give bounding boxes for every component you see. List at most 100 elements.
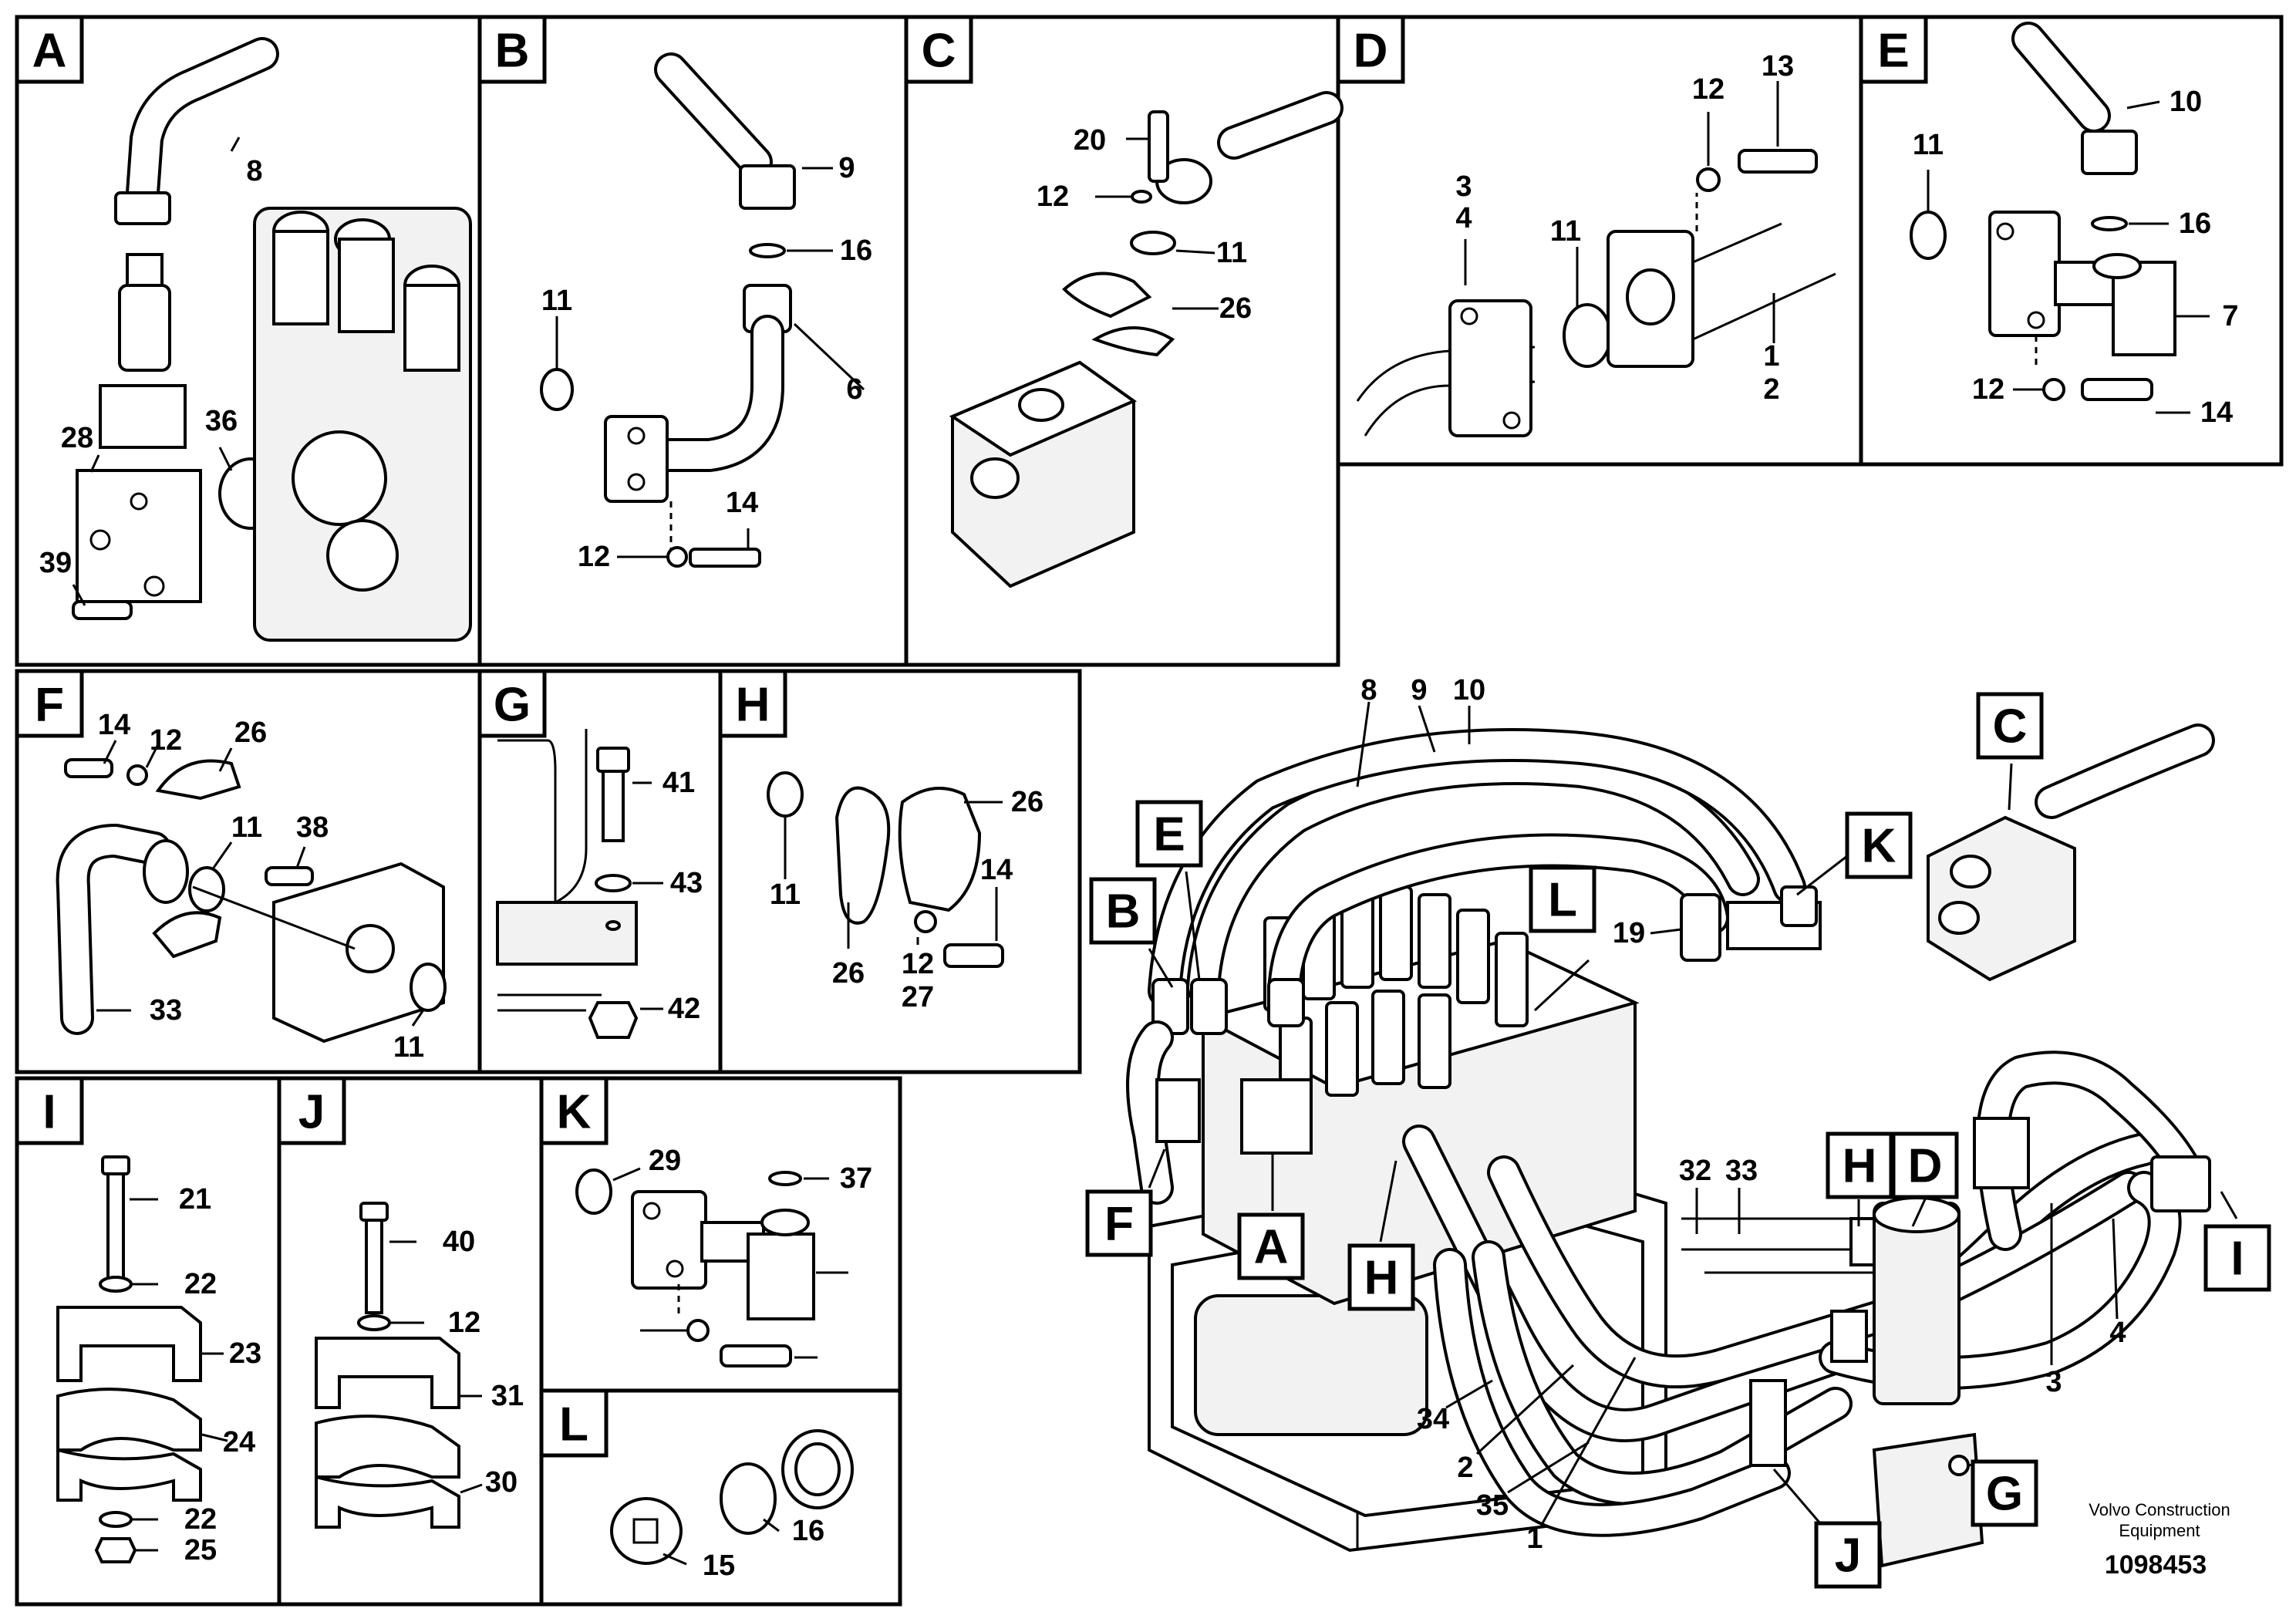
- panel-k-label: K: [557, 1086, 592, 1139]
- panel-c-drawing: [949, 91, 1344, 588]
- panel-g-part-label: 43: [670, 867, 703, 899]
- panel-c-part-label: 11: [1216, 237, 1247, 269]
- valve-spools: [1263, 885, 1529, 1112]
- panel-e-part-label: 11: [1913, 129, 1944, 161]
- panel-j-part-label: 12: [448, 1307, 480, 1339]
- panel-f-part-label: 11: [393, 1031, 424, 1064]
- panel-g-part-label: 42: [668, 993, 700, 1025]
- company-name-line2: Equipment: [2119, 1521, 2200, 1540]
- panel-a-part-label: 39: [39, 547, 72, 579]
- panel-a-drawing: [72, 37, 472, 642]
- callout-h2-box: [1826, 1131, 1893, 1199]
- overview-part-label: 8: [1360, 674, 1377, 706]
- panel-f-part-label: 38: [296, 811, 329, 844]
- overview-part-label: 1: [1526, 1523, 1542, 1555]
- panel-j-part-label: 40: [443, 1226, 475, 1258]
- panel-f-drawing: [56, 740, 447, 1044]
- panel-h-drawing: [767, 771, 1004, 968]
- panel-f-label-box: [15, 669, 84, 738]
- panel-i-part-label: 25: [184, 1534, 217, 1566]
- panel-j-drawing: [315, 1202, 483, 1529]
- panel-d-part-label: 1: [1763, 340, 1779, 373]
- panel-d-part-label: 2: [1763, 373, 1779, 406]
- overview-part-label: 35: [1476, 1489, 1509, 1522]
- callout-f-box: [1085, 1189, 1153, 1257]
- callout-c: C: [1993, 700, 2028, 754]
- callout-a: A: [1254, 1221, 1289, 1274]
- panel-e-part-label: 10: [2170, 86, 2202, 118]
- panel-j-label-box: [277, 1076, 346, 1145]
- panel-k-part-label: 37: [840, 1162, 872, 1195]
- panel-b-part-label: 16: [840, 234, 872, 267]
- panel-g-drawing: [496, 729, 663, 1039]
- panel-c-label-box: [904, 15, 973, 84]
- callout-k-box: [1845, 811, 1913, 879]
- panel-l-part-label: 15: [703, 1549, 735, 1582]
- callout-l: L: [1548, 874, 1577, 927]
- overview-part-label: 34: [1417, 1403, 1449, 1435]
- panel-d-part-label: 11: [1550, 215, 1581, 248]
- panel-b-part-label: 11: [541, 285, 572, 317]
- callout-e: E: [1153, 808, 1185, 862]
- callout-j: J: [1835, 1529, 1861, 1583]
- panel-c-part-label: 20: [1074, 124, 1106, 157]
- callout-i: I: [2230, 1233, 2244, 1286]
- panel-h-label-box: [718, 669, 787, 738]
- callout-k: K: [1862, 820, 1896, 873]
- panel-d-label-box: [1336, 15, 1405, 84]
- callout-d: D: [1908, 1140, 1943, 1193]
- panel-e-drawing: [1910, 22, 2210, 414]
- panel-d-drawing: [1356, 81, 1836, 437]
- panel-d-part-label: 12: [1692, 73, 1725, 106]
- panel-f-part-label: 12: [150, 724, 182, 757]
- panel-d-frame: [1336, 15, 1863, 467]
- panel-i-label-box: [15, 1076, 84, 1145]
- panel-l-drawing: [610, 1429, 854, 1566]
- panel-f-part-label: 26: [234, 717, 267, 749]
- panel-b-label: B: [495, 25, 530, 78]
- overview-part-label: 3: [2045, 1366, 2062, 1398]
- callout-b-box: [1089, 877, 1157, 945]
- callout-g: G: [1986, 1468, 2023, 1521]
- panel-i-part-label: 24: [223, 1426, 255, 1458]
- overview-part-label: 19: [1613, 917, 1645, 949]
- panel-e-label: E: [1877, 25, 1909, 78]
- panel-c-part-label: 26: [1219, 292, 1252, 325]
- overview-part-label: 9: [1411, 674, 1427, 706]
- panel-a-part-label: 28: [61, 422, 93, 454]
- callout-l-box: [1529, 865, 1596, 933]
- panel-k-part-label: 29: [649, 1145, 681, 1177]
- panel-i-part-label: 22: [184, 1503, 217, 1536]
- panel-b-part-label: 6: [846, 373, 862, 406]
- panel-j-part-label: 31: [491, 1380, 524, 1412]
- overview-part-label: 4: [2109, 1317, 2126, 1349]
- panel-h-part-label: 11: [770, 878, 801, 911]
- panel-c-label: C: [922, 25, 956, 78]
- callout-c-box: [1976, 692, 2044, 760]
- panel-i-drawing: [56, 1155, 228, 1563]
- callout-j-box: [1814, 1521, 1882, 1589]
- panel-h-label: H: [736, 679, 770, 732]
- company-name-line1: Volvo Construction: [2089, 1500, 2230, 1519]
- callout-h: H: [1364, 1252, 1399, 1305]
- panel-f-part-label: 14: [98, 709, 130, 741]
- panel-d-part-label: 3: [1455, 170, 1472, 203]
- panel-g-part-label: 41: [663, 767, 695, 799]
- panel-h-part-label: 26: [832, 957, 865, 990]
- panel-l-label: L: [559, 1398, 588, 1452]
- panel-b-part-label: 14: [726, 487, 758, 519]
- callout-f: F: [1104, 1198, 1134, 1251]
- panel-l-label-box: [539, 1388, 609, 1458]
- panel-k-drawing: [575, 1167, 848, 1367]
- panel-j-label: J: [298, 1086, 325, 1139]
- panel-i-part-label: 21: [179, 1183, 211, 1216]
- callout-e-box: [1135, 800, 1203, 868]
- panel-h-part-label: 27: [902, 981, 934, 1013]
- panel-b-part-label: 9: [838, 152, 855, 184]
- panel-b-drawing: [540, 52, 865, 568]
- callout-h2: H: [1843, 1140, 1877, 1193]
- callout-a-box: [1237, 1212, 1305, 1280]
- panel-i-label: I: [42, 1086, 56, 1139]
